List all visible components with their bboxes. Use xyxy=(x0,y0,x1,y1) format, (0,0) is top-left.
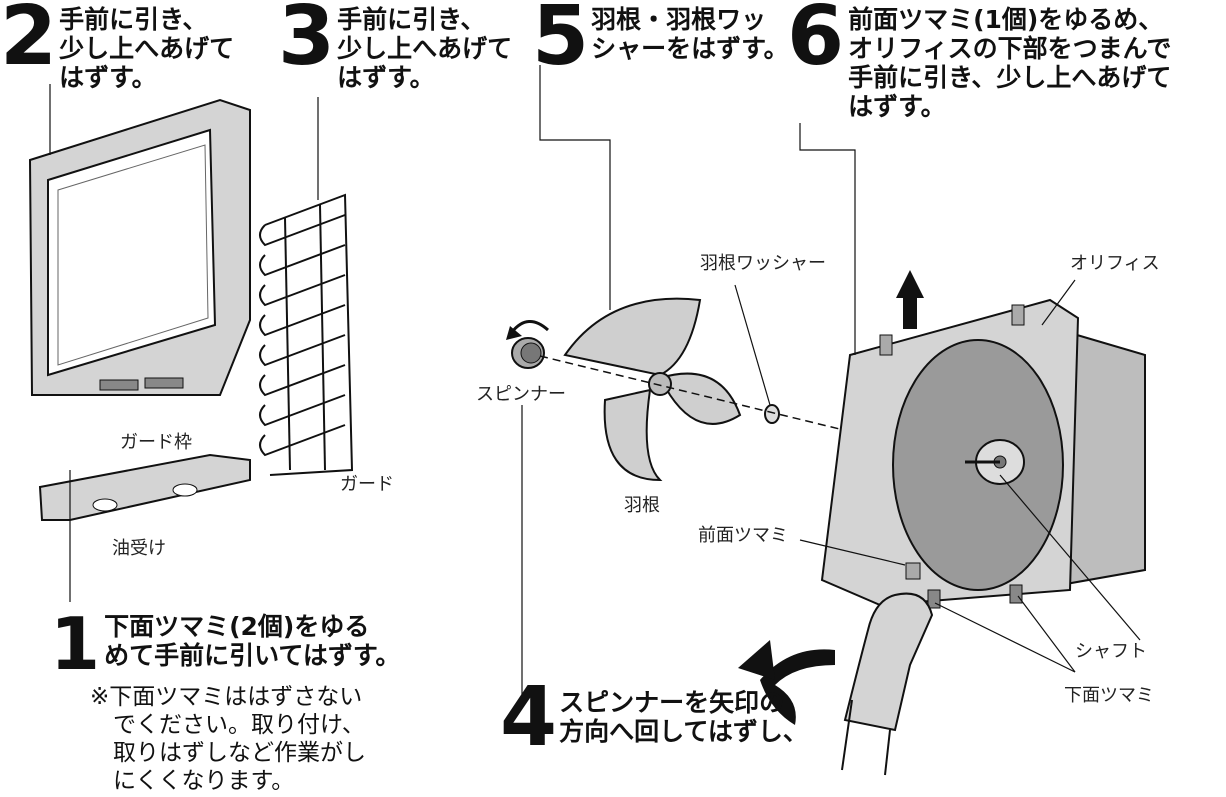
step-3: 3 手前に引き、 少し上へあげて はずす。 xyxy=(278,0,513,92)
step-text: スピンナーを矢印の 方向へ回してはずし、 xyxy=(559,688,808,746)
label-blade-washer: 羽根ワッシャー xyxy=(700,253,826,274)
oil-tray-part xyxy=(38,453,251,521)
pull-lift-arrow xyxy=(738,640,835,725)
step-number: 6 xyxy=(787,0,845,84)
guard-frame-part xyxy=(28,98,251,396)
label-oil-tray: 油受け xyxy=(112,538,166,559)
label-orifice: オリフィス xyxy=(1070,253,1160,274)
step-number: 4 xyxy=(500,670,558,765)
step-number: 5 xyxy=(532,0,590,84)
hand-illustration xyxy=(841,592,934,776)
label-spinner: スピンナー xyxy=(476,384,566,405)
blade-part xyxy=(563,297,742,482)
label-blade: 羽根 xyxy=(624,495,660,516)
step-5: 5 羽根・羽根ワッ シャーをはずす。 xyxy=(532,0,789,84)
lift-up-arrow xyxy=(896,270,924,329)
step-number: 1 xyxy=(50,602,101,686)
step-1-note: ※下面ツマミははずさない でください。取り付け、 取りはずしなど作業がし にくく… xyxy=(90,684,366,794)
spinner-part xyxy=(506,320,550,369)
guard-part xyxy=(259,193,354,476)
step-text: 前面ツマミ(1個)をゆるめ、 オリフィスの下部をつまんで 手前に引き、少し上へあ… xyxy=(848,5,1172,121)
label-guard: ガード xyxy=(340,474,394,495)
step-text: 手前に引き、 少し上へあげて はずす。 xyxy=(59,5,235,92)
step-number: 2 xyxy=(0,0,58,84)
label-shaft: シャフト xyxy=(1075,641,1147,662)
label-guard-frame: ガード枠 xyxy=(120,432,192,453)
step-text: 手前に引き、 少し上へあげて はずす。 xyxy=(337,5,513,92)
blade-washer-part xyxy=(764,404,780,424)
label-bottom-knob: 下面ツマミ xyxy=(1064,685,1154,706)
step-4: 4 スピンナーを矢印の 方向へ回してはずし、 xyxy=(500,677,808,759)
step-2: 2 手前に引き、 少し上へあげて はずす。 xyxy=(0,0,235,92)
step-1: 1 下面ツマミ(2個)をゆる めて手前に引いてはずす。 xyxy=(50,608,401,680)
step-text: 羽根・羽根ワッ シャーをはずす。 xyxy=(591,5,789,63)
label-front-knob: 前面ツマミ xyxy=(698,525,788,546)
step-text: 下面ツマミ(2個)をゆる めて手前に引いてはずす。 xyxy=(104,612,401,670)
step-number: 3 xyxy=(278,0,336,84)
fan-housing-part xyxy=(820,298,1146,609)
leader-lines xyxy=(49,65,1141,700)
assembly-axis-line xyxy=(539,355,976,463)
step-6: 6 前面ツマミ(1個)をゆるめ、 オリフィスの下部をつまんで 手前に引き、少し上… xyxy=(787,0,1172,121)
